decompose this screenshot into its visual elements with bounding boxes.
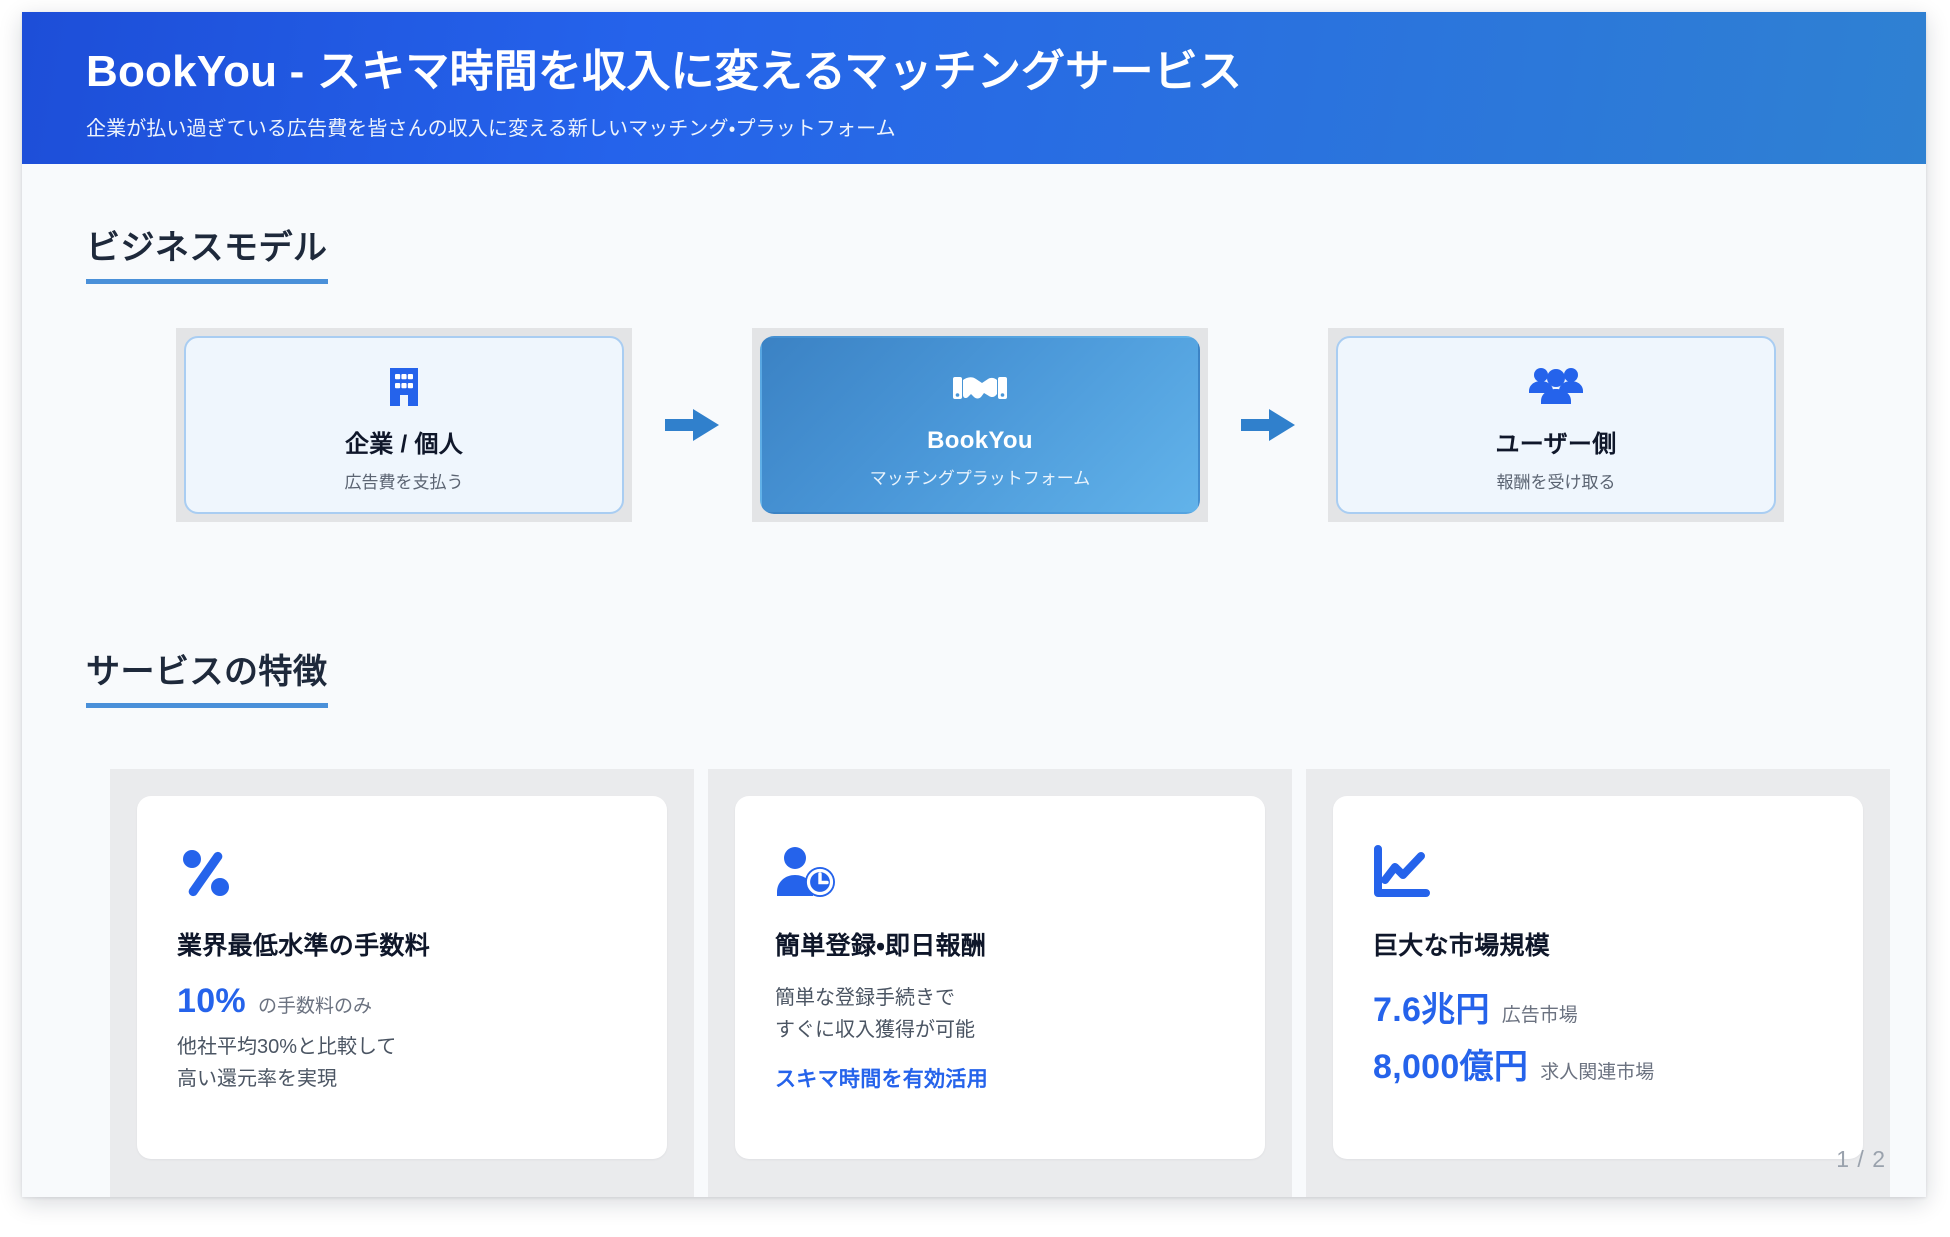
feature-title-registration: 簡単登録・即日報酬 [775,932,987,960]
flow-card-users[interactable]: ユーザー側 報酬を受け取る [1336,336,1776,514]
flow-step-company[interactable]: 企業 / 個人 広告費を支払う [176,328,632,522]
arrow-right-icon [1241,409,1295,441]
slide-header: BookYou - スキマ時間を収入に変えるマッチングサービス 企業が払い過ぎて… [22,12,1926,164]
service-features-section: サービスの特徴 [86,644,1862,708]
flow-sub-users: 報酬を受け取る [1496,472,1616,492]
flow-arrow-2 [1208,405,1328,445]
feature-stat-row: 10% の手数料のみ [177,982,627,1021]
flow-card-bookyou[interactable]: BookYou マッチングプラットフォーム [760,336,1200,514]
handshake-icon [951,365,1009,411]
building-icon [386,362,422,408]
business-model-section: ビジネスモデル [86,220,1862,284]
flow-sub-company: 広告費を支払う [344,472,464,492]
feature-stats-fee: 10% の手数料のみ 他社平均30%と比較して 高い還元率を実現 [177,982,627,1096]
feature-stat-value: 10% [177,982,246,1020]
feature-stat-row: 7.6兆円 広告市場 [1373,982,1823,1031]
feature-accent-registration: スキマ時間を有効活用 [775,1067,988,1091]
section-heading-service-features: サービスの特徴 [86,644,328,708]
presentation-slide: BookYou - スキマ時間を収入に変えるマッチングサービス 企業が払い過ぎて… [22,12,1926,1197]
page-indicator: 1 / 2 [1836,1146,1886,1172]
flow-label-users: ユーザー側 [1495,430,1617,458]
business-model-flow: 企業 / 個人 広告費を支払う [86,328,1862,522]
page-subtitle: 企業が払い過ぎている広告費を皆さんの収入に変える新しいマッチング・プラットフォー… [86,117,896,140]
percent-icon [177,836,627,910]
features-band: 業界最低水準の手数料 10% の手数料のみ 他社平均30%と比較して 高い還元率… [110,769,1890,1197]
flow-label-bookyou: BookYou [927,427,1033,454]
feature-stat-label: 広告市場 [1501,1005,1578,1026]
feature-stat-value: 8,000億円 [1373,1048,1529,1086]
feature-card-market[interactable]: 巨大な市場規模 7.6兆円 広告市場 8,000億円 求人関連市場 [1333,796,1863,1159]
feature-cell-market: 巨大な市場規模 7.6兆円 広告市場 8,000億円 求人関連市場 [1306,769,1890,1197]
feature-stats-registration: 簡単な登録手続きで すぐに収入獲得が可能 スキマ時間を有効活用 [775,982,1225,1093]
flow-sub-bookyou: マッチングプラットフォーム [869,469,1091,488]
user-clock-icon [775,836,1225,910]
feature-cell-fee: 業界最低水準の手数料 10% の手数料のみ 他社平均30%と比較して 高い還元率… [110,769,694,1197]
feature-card-fee[interactable]: 業界最低水準の手数料 10% の手数料のみ 他社平均30%と比較して 高い還元率… [137,796,667,1159]
chart-line-icon [1373,836,1823,910]
flow-card-company[interactable]: 企業 / 個人 広告費を支払う [184,336,624,514]
feature-stat-label: の手数料のみ [257,996,372,1017]
feature-stat-row: 8,000億円 求人関連市場 [1373,1039,1823,1088]
feature-cell-registration: 簡単登録・即日報酬 簡単な登録手続きで すぐに収入獲得が可能 スキマ時間を有効活… [708,769,1292,1197]
feature-body-fee: 他社平均30%と比較して 高い還元率を実現 [177,1036,397,1091]
slide-body: ビジネスモデル [22,220,1926,708]
feature-body-registration: 簡単な登録手続きで すぐに収入獲得が可能 [775,987,975,1042]
page-title: BookYou - スキマ時間を収入に変えるマッチングサービス [86,47,1243,96]
flow-arrow-1 [632,405,752,445]
feature-stat-label: 求人関連市場 [1540,1062,1655,1083]
feature-stat-value: 7.6兆円 [1373,991,1490,1029]
feature-title-market: 巨大な市場規模 [1373,932,1551,960]
feature-title-fee: 業界最低水準の手数料 [177,932,431,960]
users-icon [1528,362,1584,408]
feature-stats-market: 7.6兆円 広告市場 8,000億円 求人関連市場 [1373,982,1823,1088]
section-heading-business-model: ビジネスモデル [86,220,328,284]
feature-card-registration[interactable]: 簡単登録・即日報酬 簡単な登録手続きで すぐに収入獲得が可能 スキマ時間を有効活… [735,796,1265,1159]
flow-label-company: 企業 / 個人 [344,430,464,458]
flow-step-users[interactable]: ユーザー側 報酬を受け取る [1328,328,1784,522]
arrow-right-icon [665,409,719,441]
flow-step-bookyou[interactable]: BookYou マッチングプラットフォーム [752,328,1208,522]
